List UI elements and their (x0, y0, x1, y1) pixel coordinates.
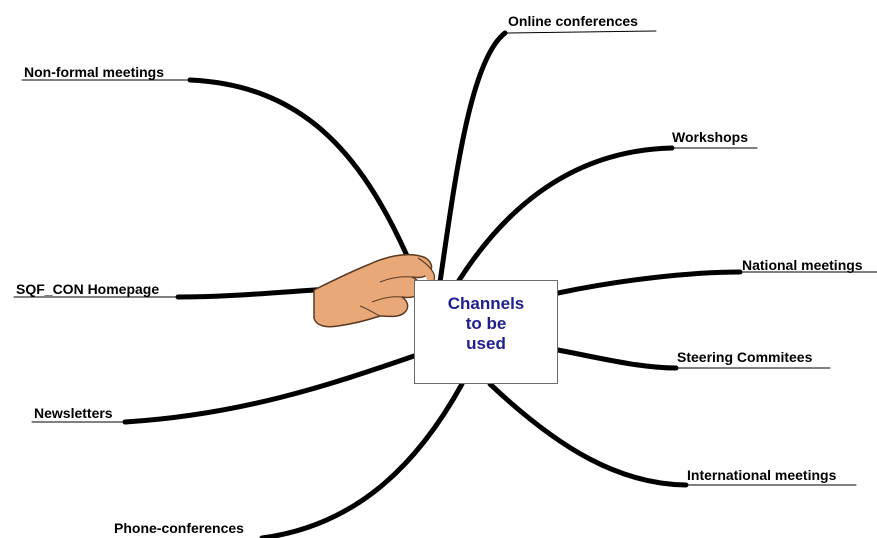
branch-label-non-formal-meetings: Non-formal meetings (24, 64, 165, 80)
branch-label-workshops: Workshops (672, 129, 748, 145)
connector-national-meetings (555, 269, 743, 296)
branch-label-newsletters: Newsletters (34, 405, 113, 421)
connector-phone-conferences (259, 381, 465, 538)
branch-label-online-conferences: Online conferences (508, 13, 638, 29)
branch-label-steering-commitees: Steering Commitees (677, 349, 813, 365)
center-node: Channels to be used (414, 280, 558, 384)
connector-workshops (455, 145, 675, 285)
connector-sqf-con-homepage (175, 286, 333, 300)
connector-steering-commitees (555, 347, 679, 371)
connector-non-formal-meetings (187, 77, 411, 261)
connector-online-conferences (437, 30, 508, 285)
branch-label-sqf-con-homepage: SQF_CON Homepage (16, 281, 160, 297)
underline-online-conferences (504, 30, 657, 34)
branch-label-national-meetings: National meetings (742, 257, 863, 273)
branch-label-phone-conferences: Phone-conferences (114, 520, 244, 536)
center-node-label: Channels to be used (447, 294, 525, 353)
branch-label-international-meetings: International meetings (687, 467, 837, 483)
connector-international-meetings (487, 381, 689, 488)
connector-newsletters (122, 353, 417, 425)
